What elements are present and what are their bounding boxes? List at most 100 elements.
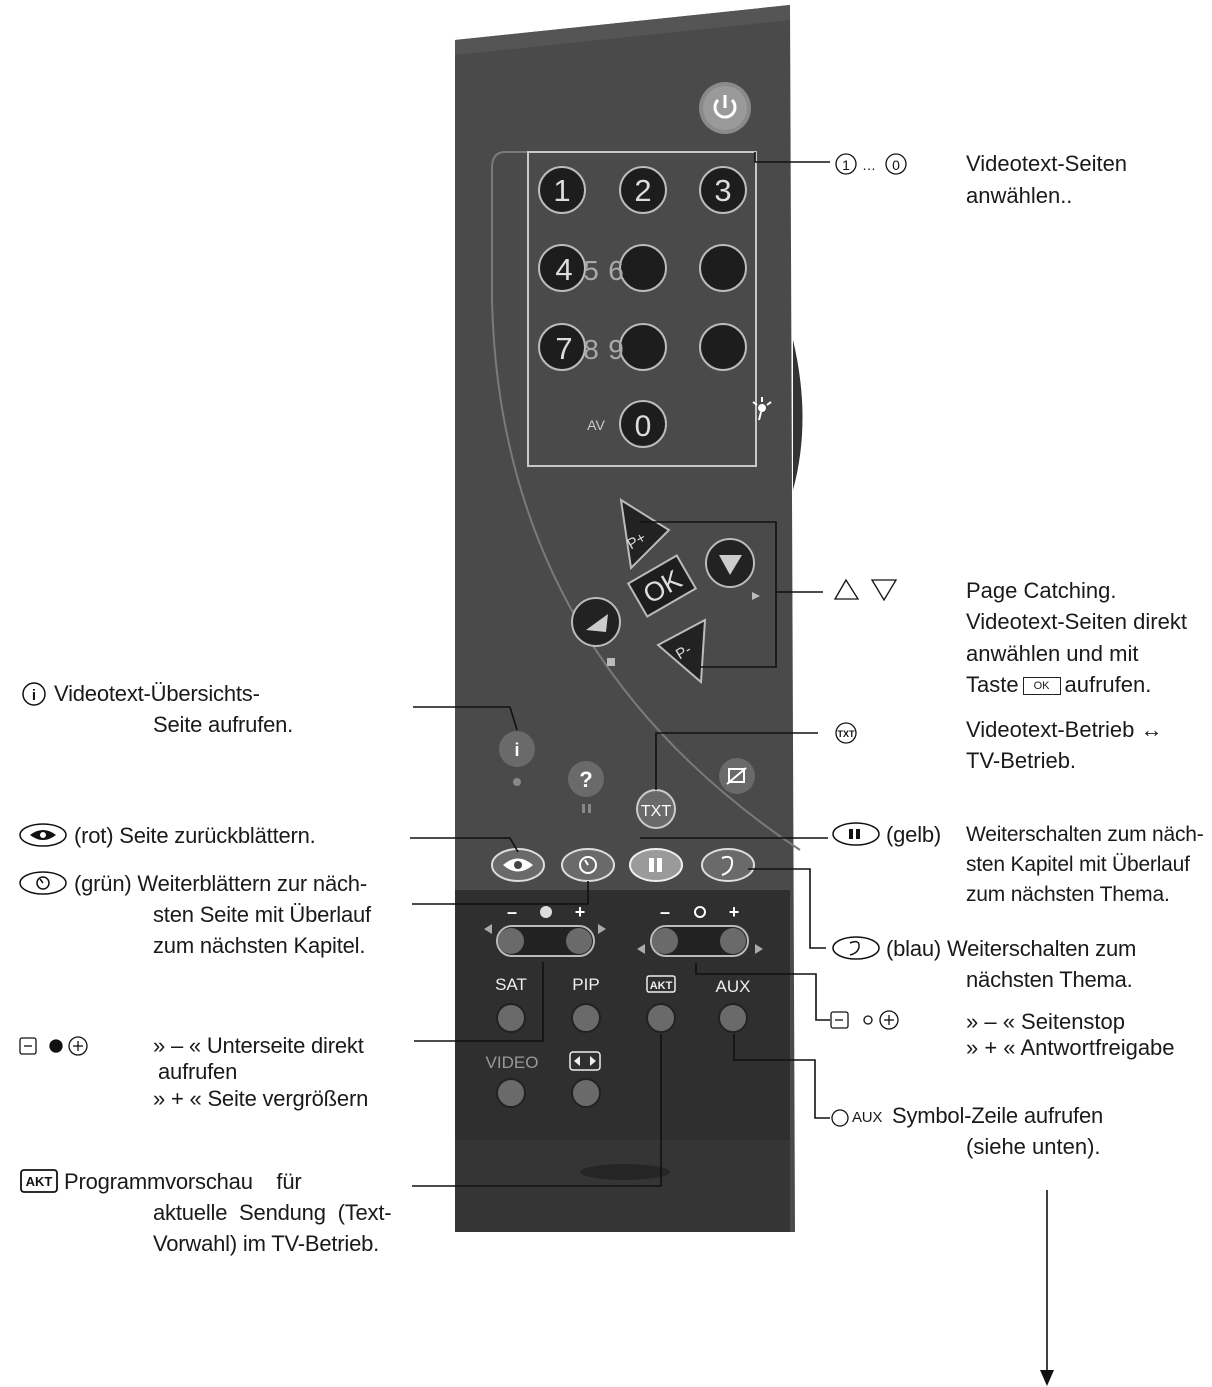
pip-button[interactable]: PIP: [571, 975, 601, 1033]
svg-text:PIP: PIP: [572, 975, 599, 994]
svg-text:TXT: TXT: [838, 729, 856, 739]
digit-label: 8: [583, 334, 599, 365]
page-catching-line2: Videotext-Seiten direkt: [966, 609, 1187, 634]
freeze-button[interactable]: [719, 758, 755, 794]
video-button[interactable]: VIDEO: [486, 1053, 539, 1108]
digit-key-5[interactable]: 5: [583, 255, 599, 286]
txt-button[interactable]: TXT: [636, 789, 676, 829]
ok-key-symbol: OK: [1022, 677, 1061, 696]
digit-key-3[interactable]: 3: [699, 166, 747, 214]
aux-button[interactable]: AUX: [716, 977, 751, 1033]
svg-text:–: –: [507, 902, 517, 922]
info-annotation-line1: Videotext-Übersichts-: [54, 681, 260, 706]
sun-icon: [694, 906, 706, 918]
digit-label: 4: [555, 252, 572, 287]
down-arrow-icon: [1040, 1370, 1054, 1386]
svg-text:–: –: [660, 902, 670, 922]
yellow-annotation-line3: zum nächsten Thema.: [966, 883, 1170, 906]
blank-key[interactable]: [699, 323, 747, 371]
aux-annotation-line2: (siehe unten).: [966, 1134, 1101, 1159]
question-button[interactable]: ?: [568, 761, 604, 813]
green-annotation-line2: sten Seite mit Überlauf: [153, 902, 371, 927]
page-catching-line1: Page Catching.: [966, 578, 1117, 603]
digit-label: 9: [608, 334, 624, 365]
digit-key-9[interactable]: 9: [608, 323, 667, 371]
digit-label: 0: [635, 410, 652, 443]
p-plus-button[interactable]: P+: [619, 498, 671, 571]
light-icon: [752, 397, 772, 421]
keypad-frame: [527, 151, 757, 467]
svg-text:0: 0: [892, 157, 900, 173]
digit-label: 5: [583, 255, 599, 286]
subpage-rocker[interactable]: – +: [484, 902, 606, 957]
red-button[interactable]: [491, 848, 545, 882]
red-key-symbol: [19, 823, 67, 847]
av-label: AV: [587, 417, 605, 433]
aux-symbol: [831, 1109, 849, 1127]
zoom-button[interactable]: [569, 1051, 601, 1108]
green-annotation-line3: zum nächsten Kapitel.: [153, 933, 366, 958]
digit-key-4[interactable]: 4: [538, 244, 586, 292]
power-button[interactable]: [699, 82, 751, 134]
info-symbol: i: [22, 682, 46, 706]
svg-text:…: …: [862, 157, 876, 173]
akt-button[interactable]: AKT: [646, 975, 676, 1033]
brightness-rocker[interactable]: – +: [637, 902, 763, 957]
blue-annotation-line2: nächsten Thema.: [966, 967, 1133, 992]
p-minus-button[interactable]: P-: [656, 618, 707, 685]
svg-text:AKT: AKT: [26, 1174, 53, 1189]
subpage-symbol: [19, 1036, 88, 1056]
svg-text:P-: P-: [673, 641, 694, 663]
svg-text:1: 1: [842, 157, 850, 173]
triangle-icon: [719, 555, 742, 575]
freeze-icon: [728, 768, 745, 783]
digit-label: 2: [634, 173, 651, 208]
power-icon: [713, 98, 737, 119]
info-button[interactable]: i: [499, 731, 535, 786]
right-arrow-button[interactable]: [705, 538, 760, 600]
digit-key-1[interactable]: 1: [538, 166, 586, 214]
yellow-annotation-line2: sten Kapitel mit Überlauf: [966, 853, 1190, 876]
green-button[interactable]: [561, 848, 615, 882]
txt-annotation-line1: Videotext-Betrieb ↔: [966, 717, 1163, 742]
info-icon: i: [514, 740, 519, 760]
blue-key-symbol: [832, 936, 880, 960]
green-key-symbol: [19, 871, 67, 895]
digit-label: 3: [714, 173, 731, 208]
digit-key-0[interactable]: 0: [619, 400, 667, 448]
page-catching-line3: anwählen und mit: [966, 641, 1139, 666]
sat-button[interactable]: SAT: [495, 975, 527, 1033]
txt-annotation-line2: TV-Betrieb.: [966, 748, 1077, 773]
akt-annotation-line2: aktuelle Sendung (Text-: [153, 1200, 392, 1225]
yellow-key-symbol: [832, 822, 880, 846]
akt-annotation-line1: Programmvorschau für: [64, 1169, 302, 1194]
chapter-icon: [649, 858, 654, 872]
aux-annotation-line1: Symbol-Zeile aufrufen: [892, 1103, 1104, 1128]
left-arrow-button[interactable]: [571, 597, 621, 666]
blue-button[interactable]: [701, 848, 755, 882]
digit-key-6[interactable]: 6: [608, 244, 667, 292]
digit-key-7[interactable]: 7: [538, 323, 586, 371]
subpage-annotation-line2: aufrufen: [158, 1059, 238, 1084]
yellow-annotation-label: (gelb): [886, 822, 942, 847]
aux-annotation-prefix: AUX: [852, 1109, 883, 1126]
akt-annotation-line3: Vorwahl) im TV-Betrieb.: [153, 1231, 380, 1256]
subpage-annotation-line1: » – « Unterseite direkt: [153, 1033, 364, 1058]
digit-key-8[interactable]: 8: [583, 334, 599, 365]
blue-annotation-line1: (blau) Weiterschalten zum: [886, 936, 1137, 961]
digits-annotation-line2: anwählen..: [966, 183, 1073, 208]
info-annotation-line2: Seite aufrufen.: [153, 712, 294, 737]
digit-key-2[interactable]: 2: [619, 166, 667, 214]
digit-label: 6: [608, 255, 624, 286]
txt-symbol: TXT: [835, 722, 857, 744]
yellow-button[interactable]: [629, 848, 683, 882]
svg-text:TXT: TXT: [641, 803, 671, 820]
blank-key[interactable]: [699, 244, 747, 292]
yellow-annotation-line1: Weiterschalten zum näch-: [966, 823, 1204, 846]
page-catching-taste: Taste: [966, 672, 1019, 697]
digits-symbol: 1 … 0: [835, 153, 907, 175]
brightness-annotation-line2: » + « Antwortfreigabe: [966, 1035, 1175, 1060]
svg-text:+: +: [729, 902, 740, 922]
hook-icon: [721, 855, 734, 876]
green-annotation-line1: (grün) Weiterblättern zur näch-: [74, 871, 367, 896]
